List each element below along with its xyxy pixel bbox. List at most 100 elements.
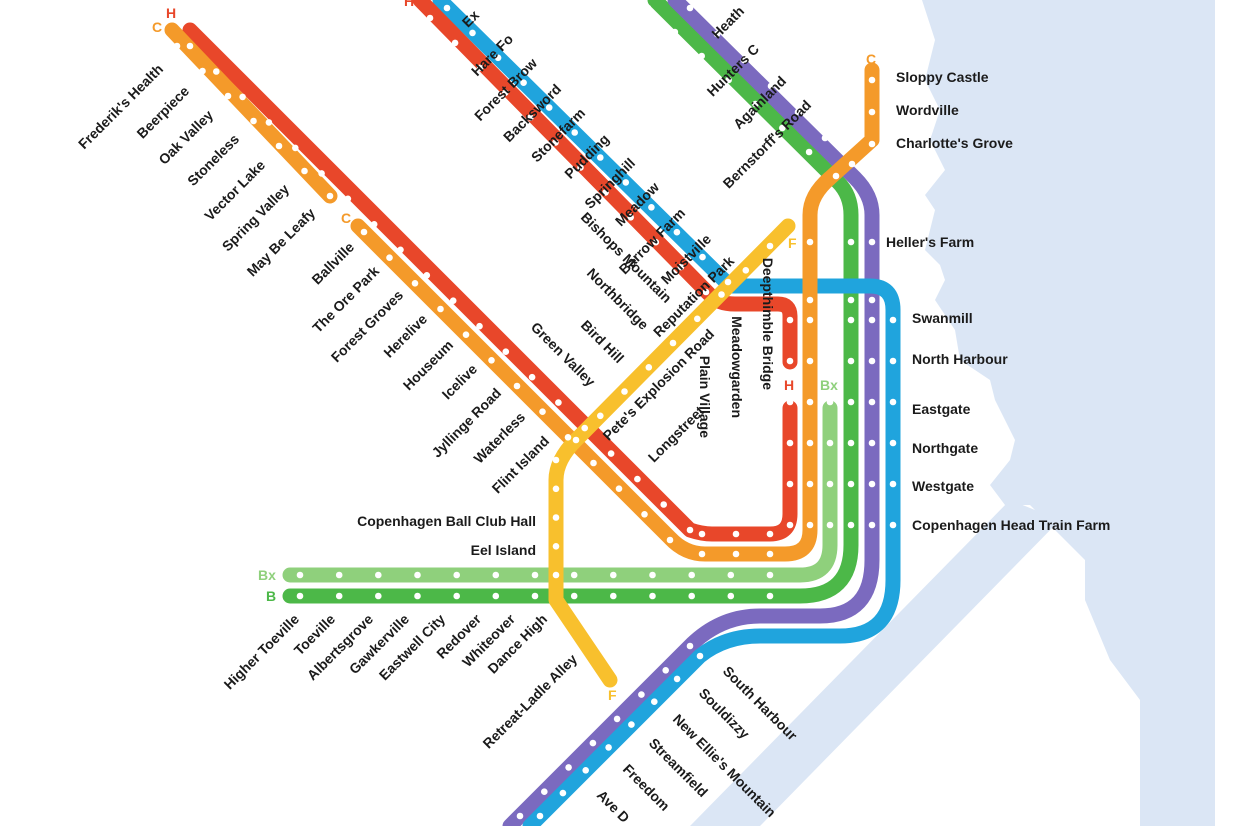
station-dot (727, 571, 735, 579)
station-label: Meadowgarden (729, 316, 745, 418)
station-dot (582, 767, 589, 774)
station-dot (649, 571, 656, 579)
station-dot (666, 536, 674, 544)
station-dot (531, 592, 539, 600)
station-dot (805, 148, 813, 156)
station-dot (488, 357, 495, 364)
station-dot (847, 316, 855, 324)
station-dot (476, 322, 483, 330)
station-dot (335, 592, 343, 600)
station-label: Ballville (308, 239, 357, 288)
station-dot (686, 526, 694, 534)
station-dot (610, 571, 617, 579)
station-dot (651, 698, 658, 705)
station-dot (847, 296, 855, 304)
station-label: Eastgate (912, 401, 971, 417)
station-dot (868, 316, 876, 324)
station-dot (613, 715, 621, 723)
station-label: Heath (708, 3, 747, 42)
station-dot (786, 398, 794, 406)
station-label: Deepthimble Bridge (760, 258, 776, 390)
station-dot (889, 316, 897, 324)
station-dot (622, 179, 630, 186)
station-dot (296, 571, 304, 579)
station-dot (492, 592, 500, 600)
station-dot (513, 382, 521, 390)
station-dot (718, 291, 725, 298)
station-dot (577, 164, 584, 171)
station-dot (669, 339, 677, 347)
line-bx (282, 400, 838, 583)
station-dot (832, 172, 840, 180)
water-channel (690, 500, 1060, 826)
station-dot (520, 79, 527, 86)
station-dot (847, 480, 855, 488)
station-dot (786, 480, 794, 488)
station-dot (702, 288, 710, 296)
station-dot (462, 331, 470, 339)
station-dot (694, 315, 701, 323)
station-dot (502, 89, 509, 96)
station-dot (536, 812, 544, 820)
station-dot (552, 139, 559, 146)
station-dot (411, 280, 419, 287)
station-dot (779, 124, 786, 132)
station-label: Sloppy Castle (896, 69, 989, 85)
station-label: Freedom (620, 761, 673, 814)
station-dot (847, 357, 855, 365)
station-dot (552, 543, 560, 550)
station-dot (589, 739, 597, 747)
station-dot (602, 189, 609, 196)
station-dot (686, 642, 694, 650)
station-dot (213, 68, 220, 75)
station-dots (173, 4, 897, 820)
station-dot (786, 316, 794, 324)
station-dot (605, 744, 612, 751)
station-dot (725, 76, 732, 84)
station-dot (868, 521, 876, 529)
station-dot (564, 434, 572, 441)
station-dot (688, 592, 695, 600)
station-dot (648, 204, 655, 211)
station-label: Copenhagen Head Train Farm (912, 517, 1110, 533)
station-label: Northgate (912, 440, 978, 456)
station-dot (698, 52, 705, 60)
station-dot (889, 521, 897, 529)
line-code-c-right: C (866, 51, 876, 67)
station-dot (868, 108, 876, 116)
station-dot (686, 4, 694, 12)
station-dot (634, 475, 641, 483)
station-dot (889, 480, 897, 488)
line-blue (432, 0, 901, 826)
station-dot (453, 571, 461, 579)
station-dot (766, 550, 774, 558)
station-dot (492, 571, 500, 579)
station-dot (628, 721, 635, 728)
station-dot (732, 550, 740, 558)
station-dot (671, 28, 679, 36)
station-dot (469, 29, 476, 37)
station-dot (443, 4, 451, 12)
station-dot (296, 592, 304, 600)
station-label: Icelive (439, 361, 481, 403)
station-dot (641, 511, 648, 518)
station-dot (806, 296, 814, 304)
station-dot (423, 272, 431, 279)
station-dot (610, 592, 617, 600)
station-dot (696, 652, 704, 660)
station-dot (806, 238, 814, 246)
line-code-b-left: B (266, 588, 276, 604)
station-label: North Harbour (912, 351, 1008, 367)
station-dot (494, 54, 502, 62)
station-dot (688, 571, 695, 579)
station-dot (847, 521, 855, 529)
station-dot (199, 67, 206, 75)
station-dot (552, 485, 560, 493)
line-code-h-top: H (166, 5, 176, 21)
station-dot (713, 30, 721, 38)
line-codes: C H C H H Bx F F C Bx B (152, 0, 876, 703)
station-dot (541, 788, 548, 795)
station-dot (449, 297, 457, 305)
water-body (922, 0, 1215, 826)
